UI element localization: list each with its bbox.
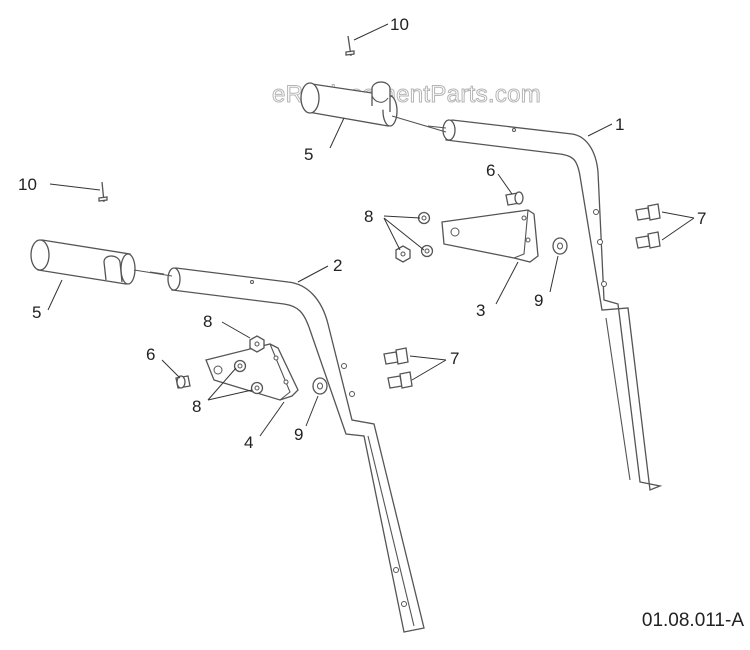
callout-9-upper: 9 bbox=[534, 291, 543, 310]
bracket-lower bbox=[205, 343, 299, 401]
callout-8-lower-top: 8 bbox=[203, 312, 212, 331]
grip-lower bbox=[30, 239, 173, 285]
callout-10-lower: 10 bbox=[18, 175, 37, 194]
bolt-upper bbox=[505, 191, 524, 206]
bolts-upper bbox=[635, 203, 661, 249]
callout-9-lower: 9 bbox=[294, 425, 303, 444]
callout-3: 3 bbox=[476, 301, 485, 320]
leader-lines bbox=[47, 23, 695, 437]
callout-6-lower: 6 bbox=[146, 345, 155, 364]
washer-nut-upper bbox=[395, 211, 434, 263]
callout-1: 1 bbox=[615, 115, 624, 134]
grip-upper bbox=[300, 81, 447, 133]
pin-upper bbox=[345, 35, 355, 57]
callout-5-upper: 5 bbox=[304, 145, 313, 164]
callout-10-upper: 10 bbox=[390, 15, 409, 34]
handle-left bbox=[167, 267, 425, 633]
callout-4: 4 bbox=[244, 433, 253, 452]
bolt-lower bbox=[175, 375, 191, 389]
callout-5-lower: 5 bbox=[32, 303, 41, 322]
callout-6-upper: 6 bbox=[486, 161, 495, 180]
washer-nut-lower bbox=[233, 335, 265, 395]
washer-lower bbox=[312, 377, 328, 395]
callout-8-upper: 8 bbox=[364, 207, 373, 226]
washer-upper bbox=[552, 237, 568, 255]
bracket-upper bbox=[441, 209, 539, 263]
callout-7-lower: 7 bbox=[450, 349, 459, 368]
callout-numbers: 10 5 1 6 8 7 3 9 10 5 2 8 6 7 8 4 9 bbox=[18, 15, 706, 452]
callout-2: 2 bbox=[333, 256, 342, 275]
document-number: 01.08.011-A bbox=[641, 610, 744, 631]
pin-lower bbox=[98, 181, 108, 203]
handle-right bbox=[442, 119, 663, 491]
callout-7-upper: 7 bbox=[697, 209, 706, 228]
callout-8-lower-bottom: 8 bbox=[192, 397, 201, 416]
bolts-lower bbox=[383, 347, 413, 389]
